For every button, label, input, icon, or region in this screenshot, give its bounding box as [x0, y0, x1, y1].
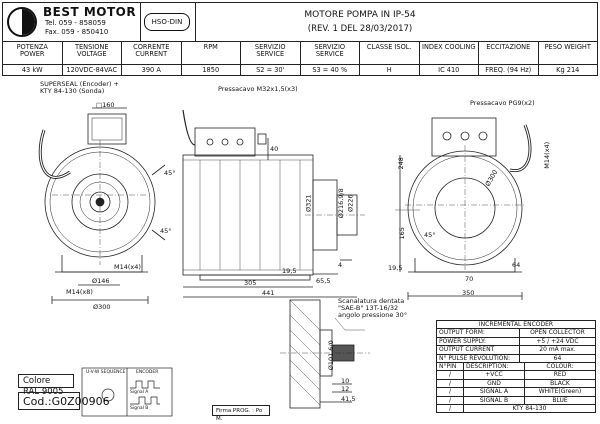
signal-b-label: Signal B	[130, 406, 149, 411]
dim-square-160: □160	[96, 101, 115, 109]
dim-41-5: 41,5	[341, 395, 356, 403]
encoder-title-row: INCREMENTAL ENCODER	[437, 321, 595, 330]
title-block: BEST MOTOR Tel. 059 - 858059 Fax. 059 - …	[2, 2, 598, 76]
dim-d226: Ø226	[346, 194, 355, 213]
dim-65-5: 65,5	[316, 277, 331, 285]
firma-label: Firma PROG. : Po M.	[212, 405, 270, 422]
dim-10: 10	[341, 377, 350, 385]
spec-cell-insulation: CLASSE ISOL.H	[360, 42, 420, 76]
pressacavo-pg-label: Pressacavo PG9(x2)	[470, 99, 535, 107]
dim-19-5-rear: 19,5	[388, 264, 403, 272]
dim-19-5-side: 19,5	[282, 267, 297, 275]
dim-350: 350	[462, 289, 475, 297]
hso-logo-area: HSO-DIN	[140, 3, 196, 41]
dim-305: 305	[244, 279, 257, 287]
brand-logo-area: BEST MOTOR Tel. 059 - 858059 Fax. 059 - …	[3, 3, 141, 41]
spline-label-1: Scanalatura dentata	[338, 297, 405, 305]
dim-45-front-b: 45°	[160, 227, 172, 235]
encoder-spec-row: N° PULSE REVOLUTION:64	[437, 354, 595, 363]
pressacavo-m32-label: Pressacavo M32x1,5(x3)	[218, 85, 298, 93]
spline-label-3: angolo pressione 30°	[338, 311, 407, 319]
encoder-small-label: ENCODER	[136, 370, 159, 375]
dim-165: 165	[397, 227, 406, 240]
brand-tel: Tel. 059 - 858059	[45, 19, 106, 27]
dim-4: 4	[338, 261, 343, 269]
encoder-signal-diagram	[81, 367, 173, 417]
rear-view	[395, 117, 532, 300]
dim-64: 64	[512, 261, 521, 269]
dim-40: 40	[270, 145, 279, 153]
encoder-table: INCREMENTAL ENCODER OUTPUT FORM:OPEN COL…	[436, 320, 596, 414]
dim-d300-front: Ø300	[93, 303, 111, 311]
dim-m14x8: M14(x8)	[66, 288, 93, 296]
code-label: Cod.:G0Z00906	[18, 392, 110, 410]
encoder-pin-row: /KTY 84-130	[437, 404, 595, 413]
dim-70: 70	[465, 275, 474, 283]
hso-logo: HSO-DIN	[144, 13, 190, 31]
drawing-revision: (REV. 1 DEL 28/03/2017)	[307, 24, 413, 34]
dim-d101: Ø101,6/0	[326, 340, 335, 371]
brand-fax: Fax. 059 - 850410	[45, 28, 109, 36]
encoder-spec-row: POWER SUPPLY:+5 / +24 VDC	[437, 337, 595, 347]
signal-a-label: Signal A	[130, 390, 149, 395]
dim-m14x4-rear: M14(x4)	[543, 141, 552, 169]
dim-12: 12	[341, 385, 350, 393]
uvw-sequence-label: U-V-W SEQUENCE	[86, 370, 126, 375]
dim-d321: Ø321	[304, 194, 313, 213]
flange-section	[280, 299, 370, 409]
side-view	[182, 109, 365, 298]
dim-d216: Ø216,9/8	[336, 188, 345, 219]
dim-248: 248	[396, 157, 405, 170]
spline-label-2: "SAE-B" 13T-16/32	[338, 304, 399, 312]
brand-name: BEST MOTOR	[43, 5, 137, 19]
dim-441: 441	[262, 289, 275, 297]
dim-d146: Ø146	[92, 277, 110, 285]
dim-45-front: 45°	[164, 169, 176, 177]
dim-45-rear: 45°	[424, 231, 436, 239]
superseal-label: SUPERSEAL (Encoder) +	[40, 80, 119, 88]
dim-m14x4-front: M14(x4)	[114, 263, 141, 271]
drawing-title: MOTORE POMPA IN IP-54	[304, 10, 416, 20]
kty-sonda-label: KTY 84-130 (Sonda)	[40, 87, 105, 95]
title-area: MOTORE POMPA IN IP-54 (REV. 1 DEL 28/03/…	[195, 3, 597, 41]
brand-logo-icon	[7, 7, 37, 37]
encoder-spec-row: OUTPUT FORM:OPEN COLLECTOR	[437, 329, 595, 338]
color-label: Colore RAL 9005	[18, 374, 74, 397]
front-view	[38, 107, 166, 304]
